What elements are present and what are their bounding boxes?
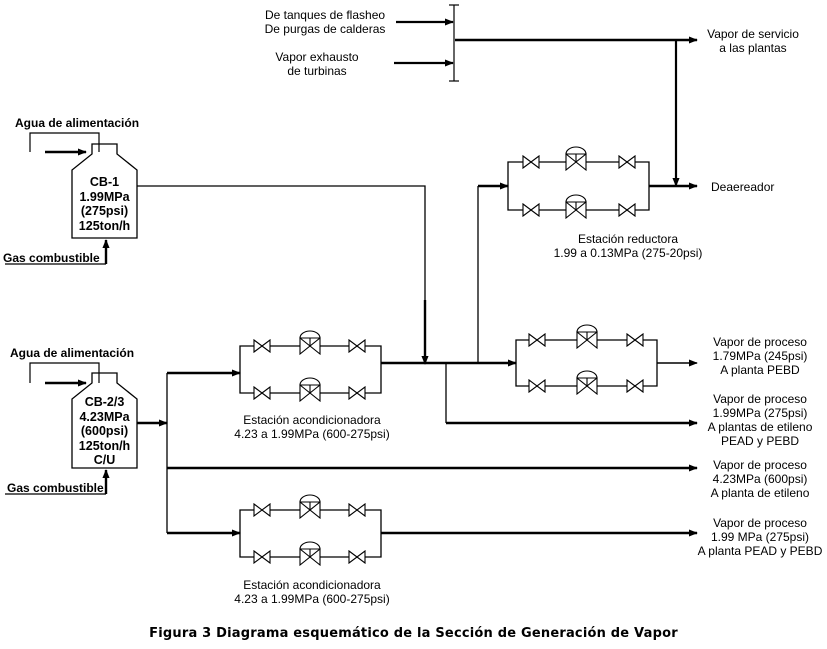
block-valve-icon xyxy=(618,154,636,170)
feed-water-label-cb1: Agua de alimentación xyxy=(15,116,140,130)
block-valve-icon xyxy=(528,378,546,394)
boiler-cb23-pressure-mpa: 4.23MPa xyxy=(79,409,130,424)
flash-tanks-label-line1: De tanques de flasheo xyxy=(264,8,386,22)
block-valve-icon xyxy=(253,502,271,518)
process-ethylene-plants-line2: 1.99MPa (275psi) xyxy=(712,406,808,420)
flash-tanks-label: De tanques de flasheo De purgas de calde… xyxy=(262,8,388,36)
block-valve-icon xyxy=(522,154,540,170)
conditioner-1-range: 4.23 a 1.99MPa (600-275psi) xyxy=(234,427,390,441)
boiler-cb23-id: CB-2/3 xyxy=(84,395,125,409)
boiler-cb1-id: CB-1 xyxy=(89,175,120,189)
fuel-gas-label-cb23: Gas combustible xyxy=(7,481,104,495)
deaerator-label: Deaereador xyxy=(711,180,774,194)
block-valve-icon xyxy=(348,338,366,354)
turbine-exhaust-label: Vapor exhausto de turbinas xyxy=(262,50,372,78)
station-inlet-branch xyxy=(239,509,254,558)
block-valve-icon xyxy=(348,502,366,518)
process-pebd-line1: Vapor de proceso xyxy=(713,335,807,349)
conditioner-station-2 xyxy=(239,494,382,567)
process-ethylene-line1: Vapor de proceso xyxy=(713,458,807,472)
boiler-cb23-unit-note: C/U xyxy=(93,453,116,467)
station-outlet-branch xyxy=(365,345,382,394)
pebd-station xyxy=(515,324,658,396)
station-outlet-branch xyxy=(635,161,650,211)
boiler-cb1-pressure-mpa: 1.99MPa xyxy=(79,189,130,204)
boiler-cb1 xyxy=(71,143,138,239)
block-valve-icon xyxy=(253,338,271,354)
block-valve-icon xyxy=(253,385,271,401)
control-valve-icon xyxy=(576,324,598,350)
control-valve-icon xyxy=(299,330,321,356)
process-pebd-line3: A planta PEBD xyxy=(720,363,800,377)
conditioner-station-1 xyxy=(239,330,382,403)
feed-water-label-cb23: Agua de alimentación xyxy=(10,346,135,360)
steam-header-top xyxy=(449,4,459,82)
process-ethylene-label: Vapor de proceso 4.23MPa (600psi) A plan… xyxy=(700,458,820,500)
control-valve-icon xyxy=(299,377,321,403)
control-valve-icon xyxy=(565,146,587,172)
process-ethylene-plants-line1: Vapor de proceso xyxy=(713,392,807,406)
service-steam-label-line1: Vapor de servicio xyxy=(707,27,799,41)
control-valve-icon xyxy=(299,541,321,567)
block-valve-icon xyxy=(626,332,644,348)
process-ethylene-plants-line4: PEAD y PEBD xyxy=(720,434,800,448)
cb1-outlet-line xyxy=(137,185,426,364)
block-valve-icon xyxy=(253,549,271,565)
conditioner-2-label: Estación acondicionadora 4.23 a 1.99MPa … xyxy=(222,578,402,606)
figure-caption: Figura 3 Diagrama esquemático de la Secc… xyxy=(149,626,678,641)
flash-tanks-label-line2: De purgas de calderas xyxy=(264,22,386,36)
process-pebd-label: Vapor de proceso 1.79MPa (245psi) A plan… xyxy=(700,335,820,377)
boiler-cb23-pressure-psi: (600psi) xyxy=(80,424,129,438)
station-outlet-branch xyxy=(365,509,382,558)
station-inlet-branch xyxy=(239,345,254,394)
process-pebd-line2: 1.79MPa (245psi) xyxy=(712,349,808,363)
reducer-station-name: Estación reductora xyxy=(577,232,679,246)
process-ethylene-line3: A planta de etileno xyxy=(710,486,810,500)
station-inlet-branch xyxy=(507,161,523,211)
boiler-cb1-capacity: 125ton/h xyxy=(78,218,131,233)
feed-water-loop-cb1 xyxy=(29,132,100,156)
process-ethylene-line2: 4.23MPa (600psi) xyxy=(712,472,808,486)
process-pead-pebd-line2: 1.99 MPa (275psi) xyxy=(710,530,810,544)
block-valve-icon xyxy=(626,378,644,394)
reducer-station-label: Estación reductora 1.99 a 0.13MPa (275-2… xyxy=(548,232,708,260)
boiler-cb23 xyxy=(71,372,138,469)
service-steam-label: Vapor de servicio a las plantas xyxy=(703,27,803,55)
process-pead-pebd-line1: Vapor de proceso xyxy=(713,516,807,530)
turbine-exhaust-label-line2: de turbinas xyxy=(287,64,347,78)
block-valve-icon xyxy=(348,549,366,565)
reducer-station-range: 1.99 a 0.13MPa (275-20psi) xyxy=(553,246,703,260)
turbine-exhaust-label-line1: Vapor exhausto xyxy=(275,50,359,64)
block-valve-icon xyxy=(348,385,366,401)
boiler-cb23-capacity: 125ton/h xyxy=(78,438,131,453)
deaerator-label-line1: Deaereador xyxy=(711,180,775,194)
station-inlet-branch xyxy=(515,339,529,387)
conditioner-1-name: Estación acondicionadora xyxy=(243,413,381,427)
boiler-cb23-label: CB-2/3 4.23MPa (600psi) 125ton/h C/U xyxy=(72,395,137,468)
control-valve-icon xyxy=(576,370,598,396)
block-valve-icon xyxy=(618,202,636,218)
process-pead-pebd-line3: A planta PEAD y PEBD xyxy=(697,544,823,558)
conditioner-1-label: Estación acondicionadora 4.23 a 1.99MPa … xyxy=(222,413,402,441)
control-valve-icon xyxy=(299,494,321,520)
conditioner-2-range: 4.23 a 1.99MPa (600-275psi) xyxy=(234,592,390,606)
service-steam-label-line2: a las plantas xyxy=(719,41,787,55)
feed-water-loop-cb23 xyxy=(29,362,100,387)
boiler-cb1-pressure-psi: (275psi) xyxy=(80,204,129,218)
process-pead-pebd-label: Vapor de proceso 1.99 MPa (275psi) A pla… xyxy=(695,516,825,558)
process-ethylene-plants-label: Vapor de proceso 1.99MPa (275psi) A plan… xyxy=(700,392,820,448)
fuel-gas-label-cb1: Gas combustible xyxy=(3,251,100,265)
reducer-station xyxy=(507,146,650,220)
block-valve-icon xyxy=(522,202,540,218)
conditioner-2-name: Estación acondicionadora xyxy=(243,578,381,592)
station-outlet-branch xyxy=(643,339,658,387)
block-valve-icon xyxy=(528,332,546,348)
control-valve-icon xyxy=(565,194,587,220)
boiler-cb1-label: CB-1 1.99MPa (275psi) 125ton/h xyxy=(72,175,137,233)
process-ethylene-plants-line3: A plantas de etileno xyxy=(707,420,813,434)
